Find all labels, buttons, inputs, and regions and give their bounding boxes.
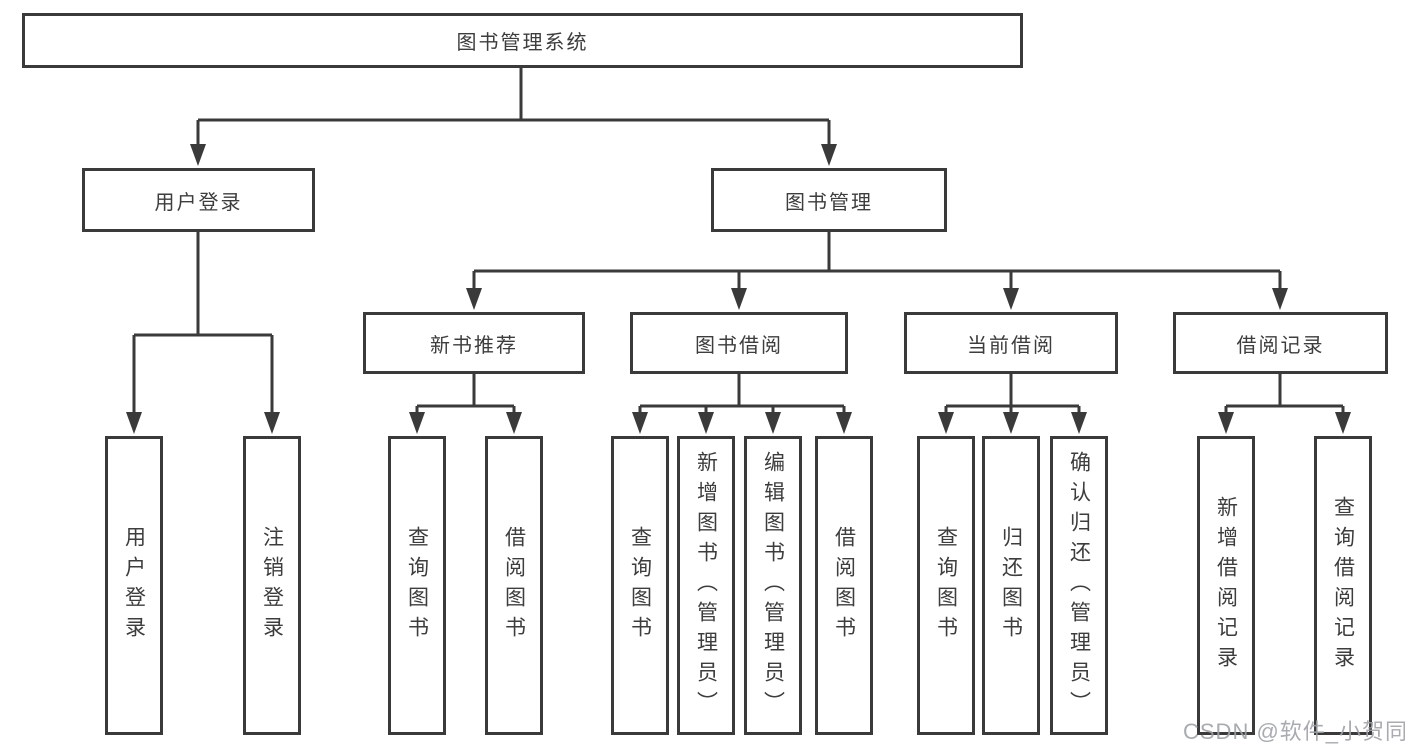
leaf-return-book: 归还图书 [982, 436, 1040, 735]
node-library-system: 图书管理系统 [22, 13, 1023, 68]
leaf-user-login-label: 用户登录 [122, 525, 146, 646]
leaf-add-borrow-record-label: 新增借阅记录 [1214, 495, 1238, 676]
arrowhead-icons [126, 144, 1351, 434]
leaf-query-borrow-record-label: 查询借阅记录 [1331, 495, 1355, 676]
leaf-return-book-label: 归还图书 [999, 525, 1023, 646]
leaf-query-books-1-label: 查询图书 [405, 525, 429, 646]
leaf-edit-book-admin-label: 编辑图书（管理员） [761, 450, 785, 721]
node-current-borrowing: 当前借阅 [904, 312, 1118, 374]
node-book-management: 图书管理 [711, 168, 947, 232]
watermark: CSDN @软件_小贺同学 [1183, 719, 1405, 744]
leaf-confirm-return-admin-label: 确认归还（管理员） [1067, 450, 1091, 721]
node-book-borrowing-label: 图书借阅 [695, 334, 783, 357]
leaf-logout: 注销登录 [243, 436, 301, 735]
node-new-book-recommend: 新书推荐 [363, 312, 585, 374]
leaf-query-books-3-label: 查询图书 [934, 525, 958, 646]
leaf-query-books-2-label: 查询图书 [628, 525, 652, 646]
leaf-borrow-books-2-label: 借阅图书 [832, 525, 856, 646]
leaf-borrow-books-2: 借阅图书 [815, 436, 873, 735]
node-user-login-label: 用户登录 [154, 191, 243, 214]
node-new-book-recommend-label: 新书推荐 [430, 334, 518, 357]
node-book-borrowing: 图书借阅 [630, 312, 848, 374]
leaf-edit-book-admin: 编辑图书（管理员） [744, 436, 802, 735]
node-borrowing-records: 借阅记录 [1173, 312, 1388, 374]
leaf-user-login: 用户登录 [105, 436, 163, 735]
leaf-add-borrow-record: 新增借阅记录 [1197, 436, 1255, 735]
leaf-query-borrow-record: 查询借阅记录 [1314, 436, 1372, 735]
leaf-query-books-2: 查询图书 [611, 436, 669, 735]
node-user-login: 用户登录 [82, 168, 315, 232]
node-library-system-label: 图书管理系统 [456, 32, 589, 54]
node-book-management-label: 图书管理 [785, 191, 873, 214]
node-current-borrowing-label: 当前借阅 [967, 334, 1055, 357]
leaf-query-books-3: 查询图书 [917, 436, 975, 735]
node-borrowing-records-label: 借阅记录 [1236, 334, 1325, 357]
leaf-logout-label: 注销登录 [260, 525, 284, 646]
leaf-borrow-books-1: 借阅图书 [485, 436, 543, 735]
leaf-borrow-books-1-label: 借阅图书 [502, 525, 526, 646]
leaf-query-books-1: 查询图书 [388, 436, 446, 735]
leaf-add-book-admin: 新增图书（管理员） [677, 436, 735, 735]
leaf-confirm-return-admin: 确认归还（管理员） [1050, 436, 1108, 735]
leaf-add-book-admin-label: 新增图书（管理员） [694, 450, 718, 721]
